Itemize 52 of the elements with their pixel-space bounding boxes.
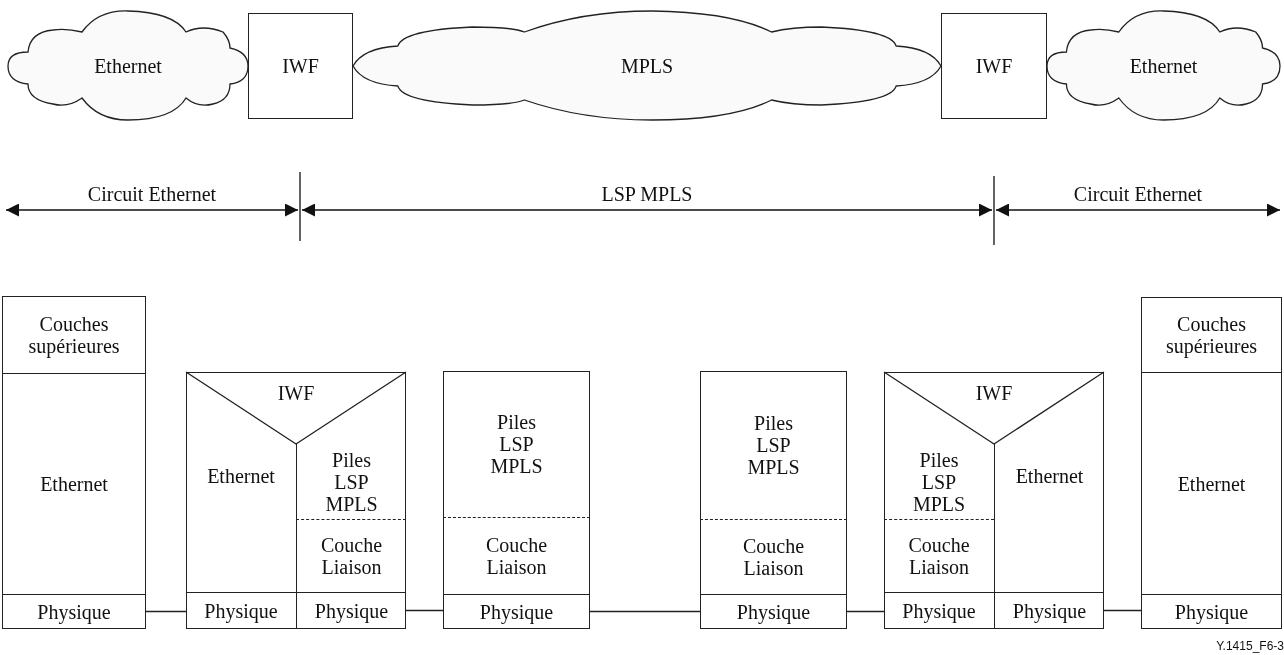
layer-name: Physique: [1174, 601, 1249, 623]
layer-name: Physique: [314, 600, 389, 622]
span-label: Circuit Ethernet: [1073, 182, 1203, 206]
layer-cell: [994, 592, 1104, 629]
network-cloud: [353, 10, 941, 121]
layer-name: Couches supérieures: [28, 312, 120, 357]
layer-name: Physique: [902, 600, 976, 622]
network-cloud: [8, 10, 248, 121]
layer-name: Piles LSP MPLS: [490, 411, 543, 477]
layer-name: Couche Liaison: [485, 534, 548, 578]
layer-name: Physique: [1012, 600, 1087, 622]
protocol-stack: [186, 372, 406, 629]
connector-line: [846, 610, 885, 613]
layer-name: Physique: [37, 601, 111, 623]
layer-name: Ethernet: [207, 465, 275, 487]
layer-name: Piles LSP MPLS: [912, 448, 966, 515]
layer-name: Physique: [736, 601, 811, 623]
layer-name: Ethernet: [1129, 54, 1198, 77]
figure-id: Y.1415_F6-3: [1216, 639, 1284, 653]
layer-name: Ethernet: [1177, 472, 1246, 495]
connector-line: [589, 610, 701, 613]
function-box: [941, 13, 1047, 119]
layer-name: Couche Liaison: [320, 534, 383, 578]
span-label: Circuit Ethernet: [87, 182, 217, 206]
layer-cell: [296, 592, 406, 629]
layer-name: Couche Liaison: [742, 535, 805, 579]
layer-name: Couches supérieures: [1165, 312, 1258, 357]
layer-name: IWF: [277, 382, 315, 404]
protocol-stack: [1141, 297, 1282, 629]
layer-name: Piles LSP MPLS: [325, 448, 378, 515]
layer-name: Piles LSP MPLS: [747, 412, 800, 478]
network-cloud: [1047, 10, 1280, 121]
layer-name: Physique: [479, 601, 554, 623]
layer-name: Physique: [204, 600, 278, 622]
layer-name: Couche Liaison: [908, 534, 970, 578]
connector-line: [145, 610, 187, 613]
protocol-stack: [700, 371, 847, 629]
layer-name: IWF: [975, 55, 1013, 77]
layer-name: Ethernet: [94, 54, 162, 77]
layer-name: IWF: [282, 55, 319, 77]
protocol-stack: [2, 296, 146, 629]
protocol-stack: [884, 372, 1104, 629]
layer-name: Ethernet: [40, 473, 108, 495]
span-label: LSP MPLS: [601, 182, 693, 206]
layer-cell: [296, 519, 406, 592]
protocol-stack: [443, 371, 590, 629]
layer-name: IWF: [975, 382, 1013, 404]
connector-line: [1103, 609, 1142, 612]
layer-name: MPLS: [620, 54, 674, 77]
function-box: [248, 13, 353, 119]
layer-name: Ethernet: [1015, 465, 1084, 487]
connector-line: [405, 609, 444, 612]
